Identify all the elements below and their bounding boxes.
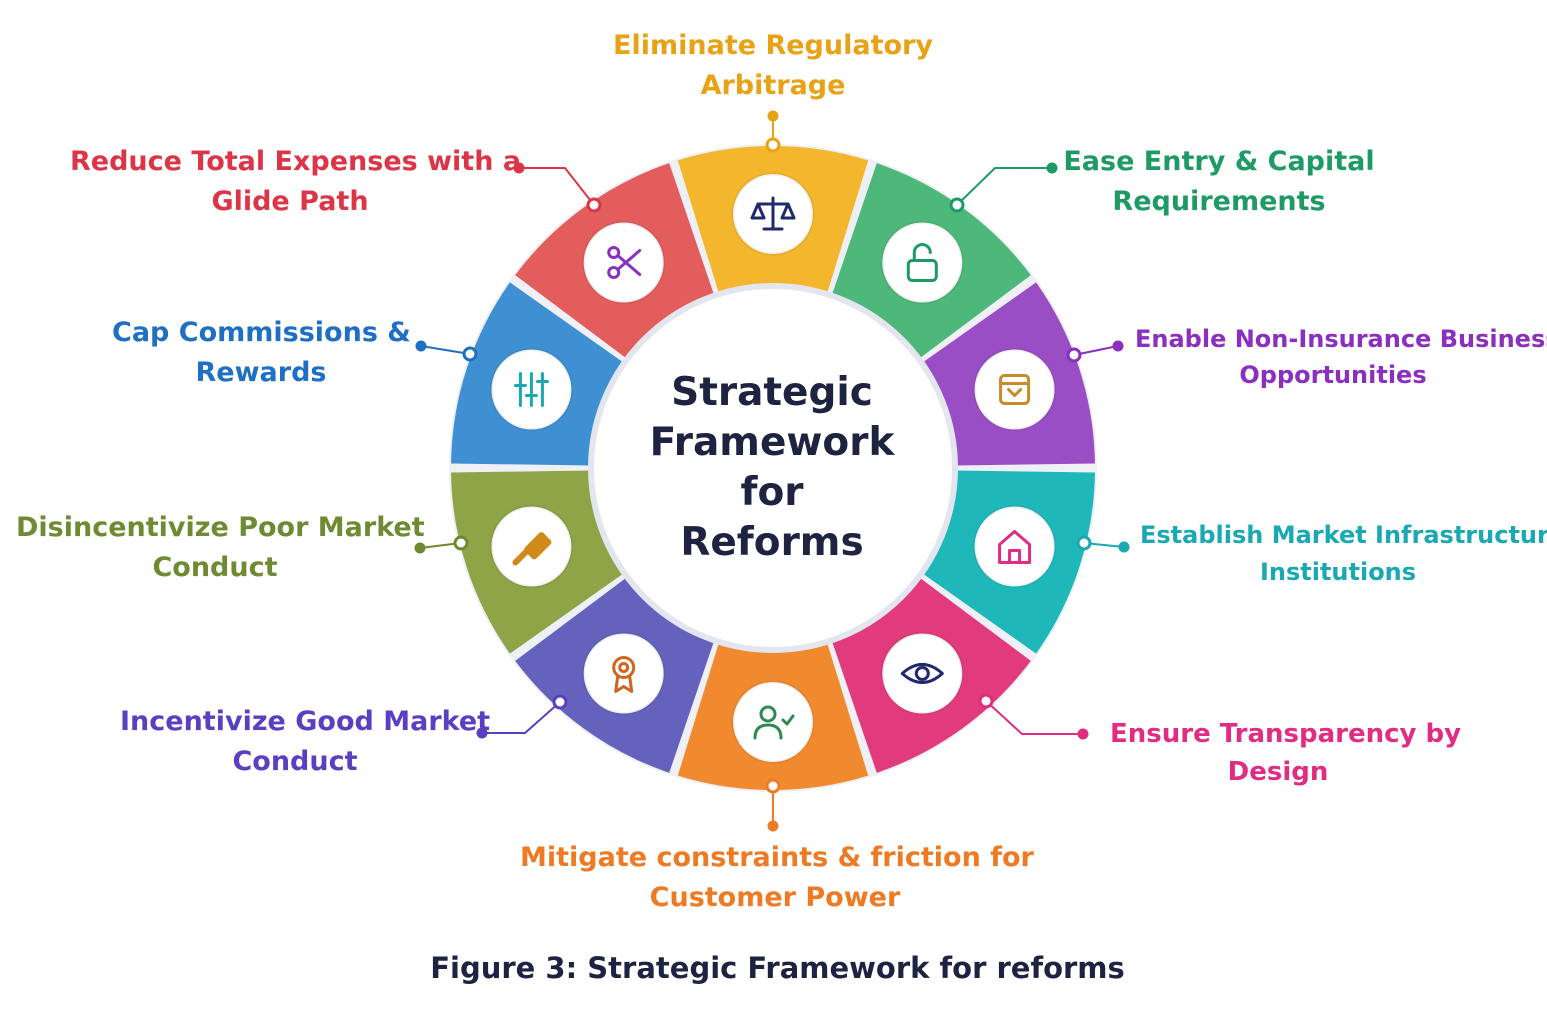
shopping-bag-icon xyxy=(973,348,1057,432)
label-incentivize-line-2: Conduct xyxy=(232,746,358,777)
award-icon xyxy=(582,631,666,715)
label-reduce-line-2: Glide Path xyxy=(211,186,369,217)
label-reduce: Reduce Total Expenses with a Glide Path xyxy=(70,142,522,222)
label-enable: Enable Non-Insurance Business Opportunit… xyxy=(1135,321,1547,393)
label-establish: Establish Market Infrastructure Institut… xyxy=(1140,517,1547,591)
label-eliminate-line-1: Eliminate Regulatory xyxy=(613,30,933,61)
connector-eliminate xyxy=(765,110,781,153)
sliders-icon xyxy=(489,348,573,432)
scales-icon xyxy=(731,172,815,256)
label-transparency: Ensure Transparency by Design xyxy=(1110,715,1462,791)
figure-caption: Figure 3: Strategic Framework for reform… xyxy=(430,951,1125,985)
connector-incentivize xyxy=(476,694,568,739)
connector-disincentivize xyxy=(414,535,469,554)
label-mitigate-line-1: Mitigate constraints & friction for xyxy=(520,842,1034,873)
connector-cap xyxy=(415,340,478,362)
scissors-icon xyxy=(582,221,666,305)
user-check-icon xyxy=(731,680,815,764)
label-enable-line-2: Opportunities xyxy=(1239,361,1427,389)
unlock-icon xyxy=(880,221,964,305)
label-transparency-line-2: Design xyxy=(1227,757,1329,787)
center-title-line-4: Reforms xyxy=(680,520,864,565)
label-ease-line-2: Requirements xyxy=(1112,186,1326,217)
label-incentivize-line-1: Incentivize Good Market xyxy=(120,706,491,737)
gavel-icon xyxy=(489,504,573,588)
connector-establish xyxy=(1076,535,1130,553)
connector-transparency xyxy=(978,693,1089,740)
label-incentivize: Incentivize Good Market Conduct xyxy=(120,702,491,782)
label-ease-line-1: Ease Entry & Capital xyxy=(1063,146,1375,177)
eye-icon xyxy=(880,631,964,715)
center-title-line-2: Framework xyxy=(649,420,895,465)
label-eliminate-line-2: Arbitrage xyxy=(700,70,846,101)
connector-reduce xyxy=(513,162,602,213)
center-title-line-1: Strategic xyxy=(671,370,873,415)
center-title-line-3: for xyxy=(740,470,804,515)
label-disincentivize-line-1: Disincentivize Poor Market xyxy=(16,512,425,543)
center-title: Strategic Framework for Reforms xyxy=(602,368,942,568)
label-establish-line-1: Establish Market Infrastructure xyxy=(1140,521,1547,549)
label-establish-line-2: Institutions xyxy=(1259,558,1417,586)
center-hub xyxy=(588,283,958,653)
label-cap-line-1: Cap Commissions & xyxy=(112,317,411,348)
connector-enable xyxy=(1066,340,1124,363)
label-mitigate-line-2: Customer Power xyxy=(649,882,901,913)
label-cap: Cap Commissions & Rewards xyxy=(112,313,411,393)
home-icon xyxy=(973,504,1057,588)
label-enable-line-1: Enable Non-Insurance Business xyxy=(1135,325,1547,353)
label-transparency-line-1: Ensure Transparency by xyxy=(1110,719,1462,749)
label-eliminate: Eliminate Regulatory Arbitrage xyxy=(573,26,973,106)
label-disincentivize: Disincentivize Poor Market Conduct xyxy=(16,508,425,588)
connector-mitigate xyxy=(765,778,781,832)
label-ease: Ease Entry & Capital Requirements xyxy=(1049,142,1389,222)
label-cap-line-2: Rewards xyxy=(195,357,327,388)
label-disincentivize-line-2: Conduct xyxy=(152,552,278,583)
label-mitigate: Mitigate constraints & friction for Cust… xyxy=(520,838,1034,918)
connector-ease xyxy=(949,162,1058,213)
label-reduce-line-1: Reduce Total Expenses with a xyxy=(70,146,522,177)
